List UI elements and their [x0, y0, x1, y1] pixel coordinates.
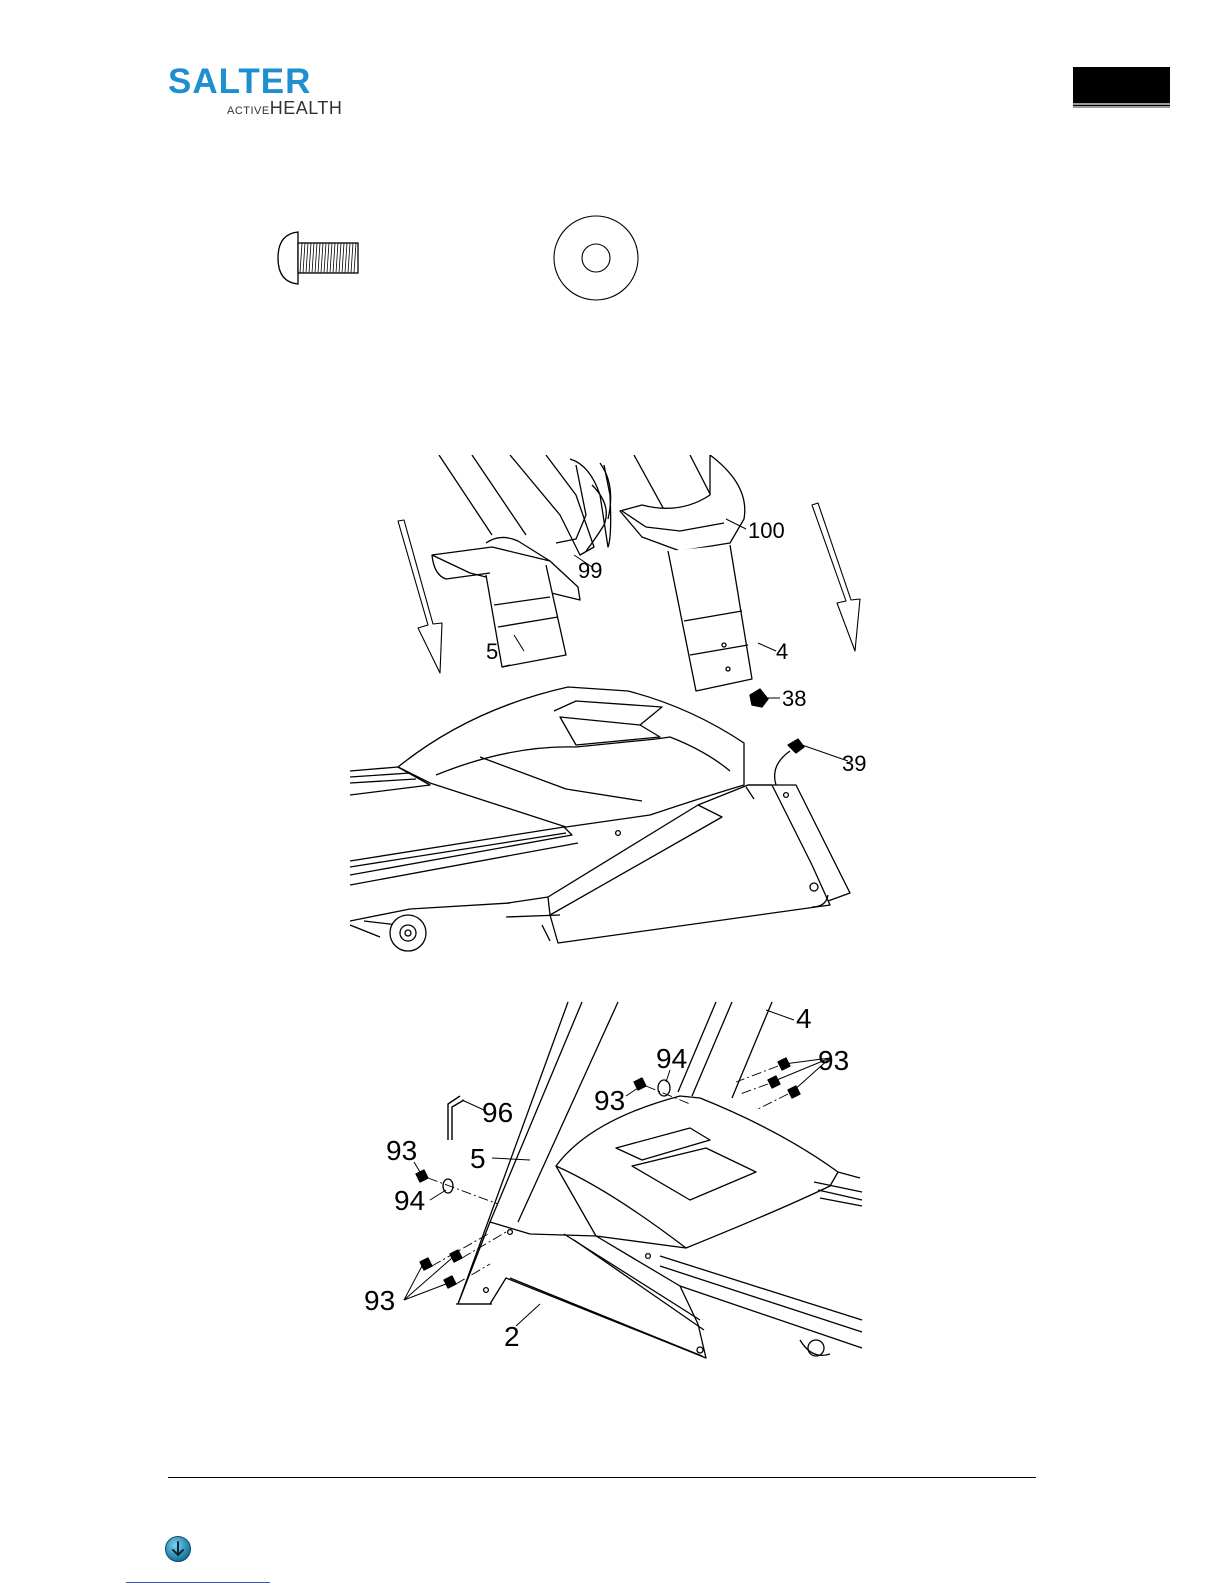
motor-hood: [398, 687, 744, 827]
down-arrow-right-icon: [812, 503, 860, 651]
callout-5: 5: [470, 1143, 486, 1174]
callout-100: 100: [748, 518, 785, 543]
footer-rule: [168, 1477, 1036, 1478]
callout-4: 4: [796, 1003, 812, 1034]
callout-93-right: 93: [818, 1045, 849, 1076]
right-upright-tube: [620, 455, 752, 691]
download-arrow-icon[interactable]: [164, 1535, 192, 1563]
left-upright-tube: [432, 455, 580, 667]
allen-key-96-icon: [448, 1096, 464, 1140]
console-bracket: [510, 455, 611, 555]
salter-logo: SALTER ACTIVEHEALTH: [168, 64, 358, 120]
callout-93-top: 93: [594, 1085, 625, 1116]
footer-link-underline[interactable]: [126, 1582, 270, 1583]
callout-39: 39: [842, 751, 866, 776]
callout-5: 5: [486, 639, 498, 664]
transport-wheel: [800, 1340, 830, 1356]
callout-38: 38: [782, 686, 806, 711]
callout-99: 99: [578, 558, 602, 583]
page-tab-block: [1073, 67, 1170, 108]
down-arrow-left-icon: [398, 520, 442, 673]
callout-4: 4: [776, 639, 788, 664]
motor-hood: [556, 1096, 860, 1248]
brand-sub-big: HEALTH: [270, 98, 343, 118]
callout-94-left: 94: [394, 1185, 425, 1216]
button-head-bolt-icon: [278, 232, 358, 284]
assembly-figure-2: 4 94 93 93 96 93 5 94 93 2: [360, 1000, 870, 1380]
callout-93-bottom: 93: [364, 1285, 395, 1316]
plug-39-icon: [775, 739, 804, 785]
washer-icon: [554, 216, 638, 300]
brand-subtitle: ACTIVEHEALTH: [227, 98, 342, 121]
callout-96: 96: [482, 1097, 513, 1128]
assembly-figure-1: 100 99 5 4 38 39: [350, 455, 880, 965]
callout-94-top: 94: [656, 1043, 687, 1074]
callout-2: 2: [504, 1321, 520, 1352]
callout-93-left: 93: [386, 1135, 417, 1166]
brand-sub-small: ACTIVE: [227, 105, 270, 117]
brand-name: SALTER: [168, 64, 311, 100]
hardware-illustrations: [270, 210, 650, 310]
transport-wheel: [350, 895, 828, 951]
